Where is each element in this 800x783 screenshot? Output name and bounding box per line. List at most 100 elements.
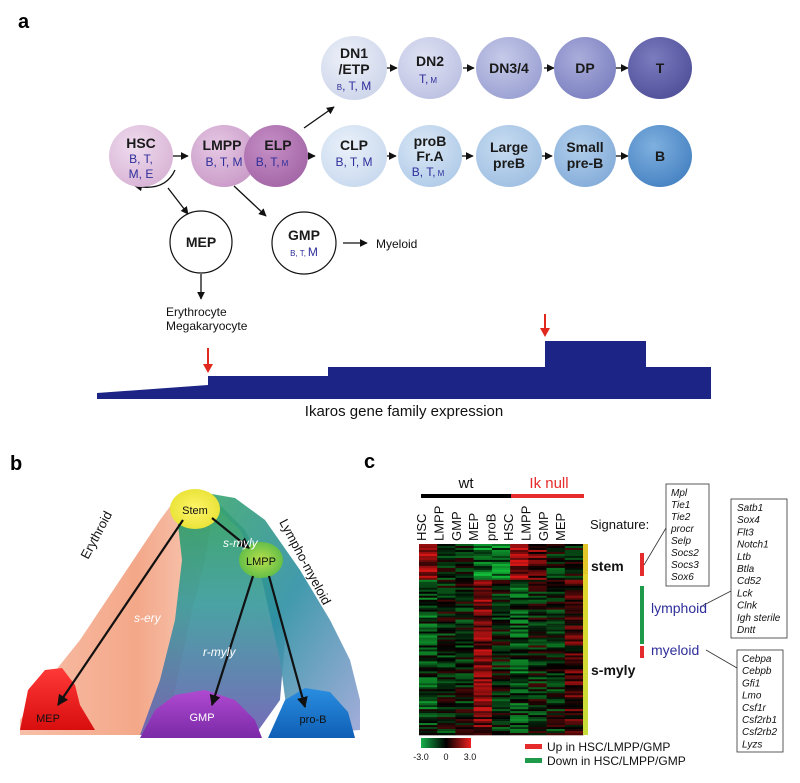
heatmap-cell [546, 601, 566, 604]
heatmap-cell [564, 709, 584, 712]
heatmap-cell [564, 683, 584, 686]
svg-text:Small: Small [566, 139, 603, 155]
heatmap-cell [437, 599, 456, 602]
heatmap-cell [419, 731, 438, 734]
heatmap-cell [473, 581, 493, 585]
heatmap-cell [491, 607, 511, 610]
heatmap-cell [528, 725, 547, 728]
heatmap-cell [510, 551, 529, 555]
heatmap-cell [528, 619, 547, 622]
heatmap-cell [473, 711, 493, 714]
heatmap-cell [455, 553, 474, 557]
heatmap-cell [473, 649, 493, 652]
heatmap-cell [528, 663, 547, 666]
heatmap-cell [564, 721, 584, 724]
erythrocyte-label: Erythrocyte [166, 305, 227, 319]
heatmap-cell [510, 663, 529, 666]
heatmap-cell [546, 685, 566, 688]
heatmap-cell [546, 717, 566, 720]
heatmap-cell [419, 663, 438, 666]
heatmap-cell [419, 597, 438, 601]
heatmap-cell [419, 727, 438, 730]
heatmap-cell [437, 635, 456, 638]
heatmap-cell [455, 579, 474, 583]
heatmap-cell [437, 725, 456, 728]
heatmap-cell [437, 661, 456, 664]
panel-a-arrows [134, 64, 629, 300]
heatmap-cell [546, 555, 566, 559]
heatmap-cell [419, 637, 438, 640]
heatmap-cell [419, 651, 438, 654]
heatmap-cell [491, 719, 511, 722]
heatmap-cell [491, 603, 511, 606]
heatmap-cell [510, 621, 529, 624]
heatmap-cell [473, 727, 493, 730]
heatmap-cell [564, 673, 584, 676]
heatmap-cell [491, 589, 511, 593]
heatmap-cell [455, 575, 474, 579]
svg-text:B, T,M: B, T,M [412, 165, 445, 179]
heatmap-cell [473, 731, 493, 734]
heatmap-cell [491, 667, 511, 670]
heatmap-cell [419, 633, 438, 636]
heatmap-cell [528, 555, 547, 559]
heatmap-cell [510, 685, 529, 688]
heatmap-cell [546, 695, 566, 698]
heatmap-cell [473, 585, 493, 589]
heatmap-cell [473, 645, 493, 648]
heatmap-cell [528, 645, 547, 648]
heatmap-cell [510, 687, 529, 690]
heatmap-cell [473, 695, 493, 698]
heatmap-cell [437, 551, 456, 555]
heatmap-cell [546, 645, 566, 648]
heatmap-cell [455, 673, 474, 676]
heatmap-cell [419, 561, 438, 565]
heatmap-cell [564, 593, 584, 597]
heatmap-cell [564, 577, 584, 581]
heatmap-cell [564, 725, 584, 728]
heatmap-cell [455, 623, 474, 626]
heatmap-cell [510, 611, 529, 614]
heatmap-cell [437, 625, 456, 628]
heatmap-cell [455, 695, 474, 698]
red-arrow-lmpp [203, 348, 213, 373]
heatmap-cell [419, 711, 438, 714]
heatmap-cell [564, 571, 584, 575]
panel-c-letter: c [364, 451, 375, 473]
svg-text:CLP: CLP [340, 137, 368, 153]
heatmap-cell [564, 651, 584, 654]
svg-text:B, T, M: B, T, M [335, 155, 372, 169]
heatmap-cell [491, 713, 511, 716]
heatmap-cell [510, 693, 529, 696]
heatmap-cell [455, 567, 474, 571]
heatmap-cell [419, 583, 438, 587]
heatmap-cell [528, 657, 547, 660]
panel-b-letter: b [10, 453, 22, 475]
heatmap-cell [437, 633, 456, 636]
heatmap-cell [419, 729, 438, 732]
heatmap-cell [491, 653, 511, 656]
heatmap-cell [546, 697, 566, 700]
svg-text:pre-B: pre-B [567, 155, 604, 171]
heatmap-cell [419, 647, 438, 650]
heatmap-cell [510, 647, 529, 650]
column-label: LMPP [518, 506, 533, 541]
heatmap-cell [546, 723, 566, 726]
heatmap-cell [564, 697, 584, 700]
heatmap-cell [564, 705, 584, 708]
heatmap-cell [491, 633, 511, 636]
heatmap-cell [437, 629, 456, 632]
heatmap-cell [473, 579, 493, 583]
heatmap-cell [473, 675, 493, 678]
svg-text:Large: Large [490, 139, 528, 155]
heatmap-cell [564, 613, 584, 616]
gene-name: Cebpa [742, 654, 772, 665]
gene-name: Lck [737, 588, 754, 599]
heatmap-cell [473, 717, 493, 720]
heatmap-cell [473, 667, 493, 670]
heatmap-cell [510, 725, 529, 728]
heatmap-cell [491, 615, 511, 618]
heatmap-cell [455, 729, 474, 732]
heatmap-cell [455, 693, 474, 696]
heatmap-cell [437, 565, 456, 569]
